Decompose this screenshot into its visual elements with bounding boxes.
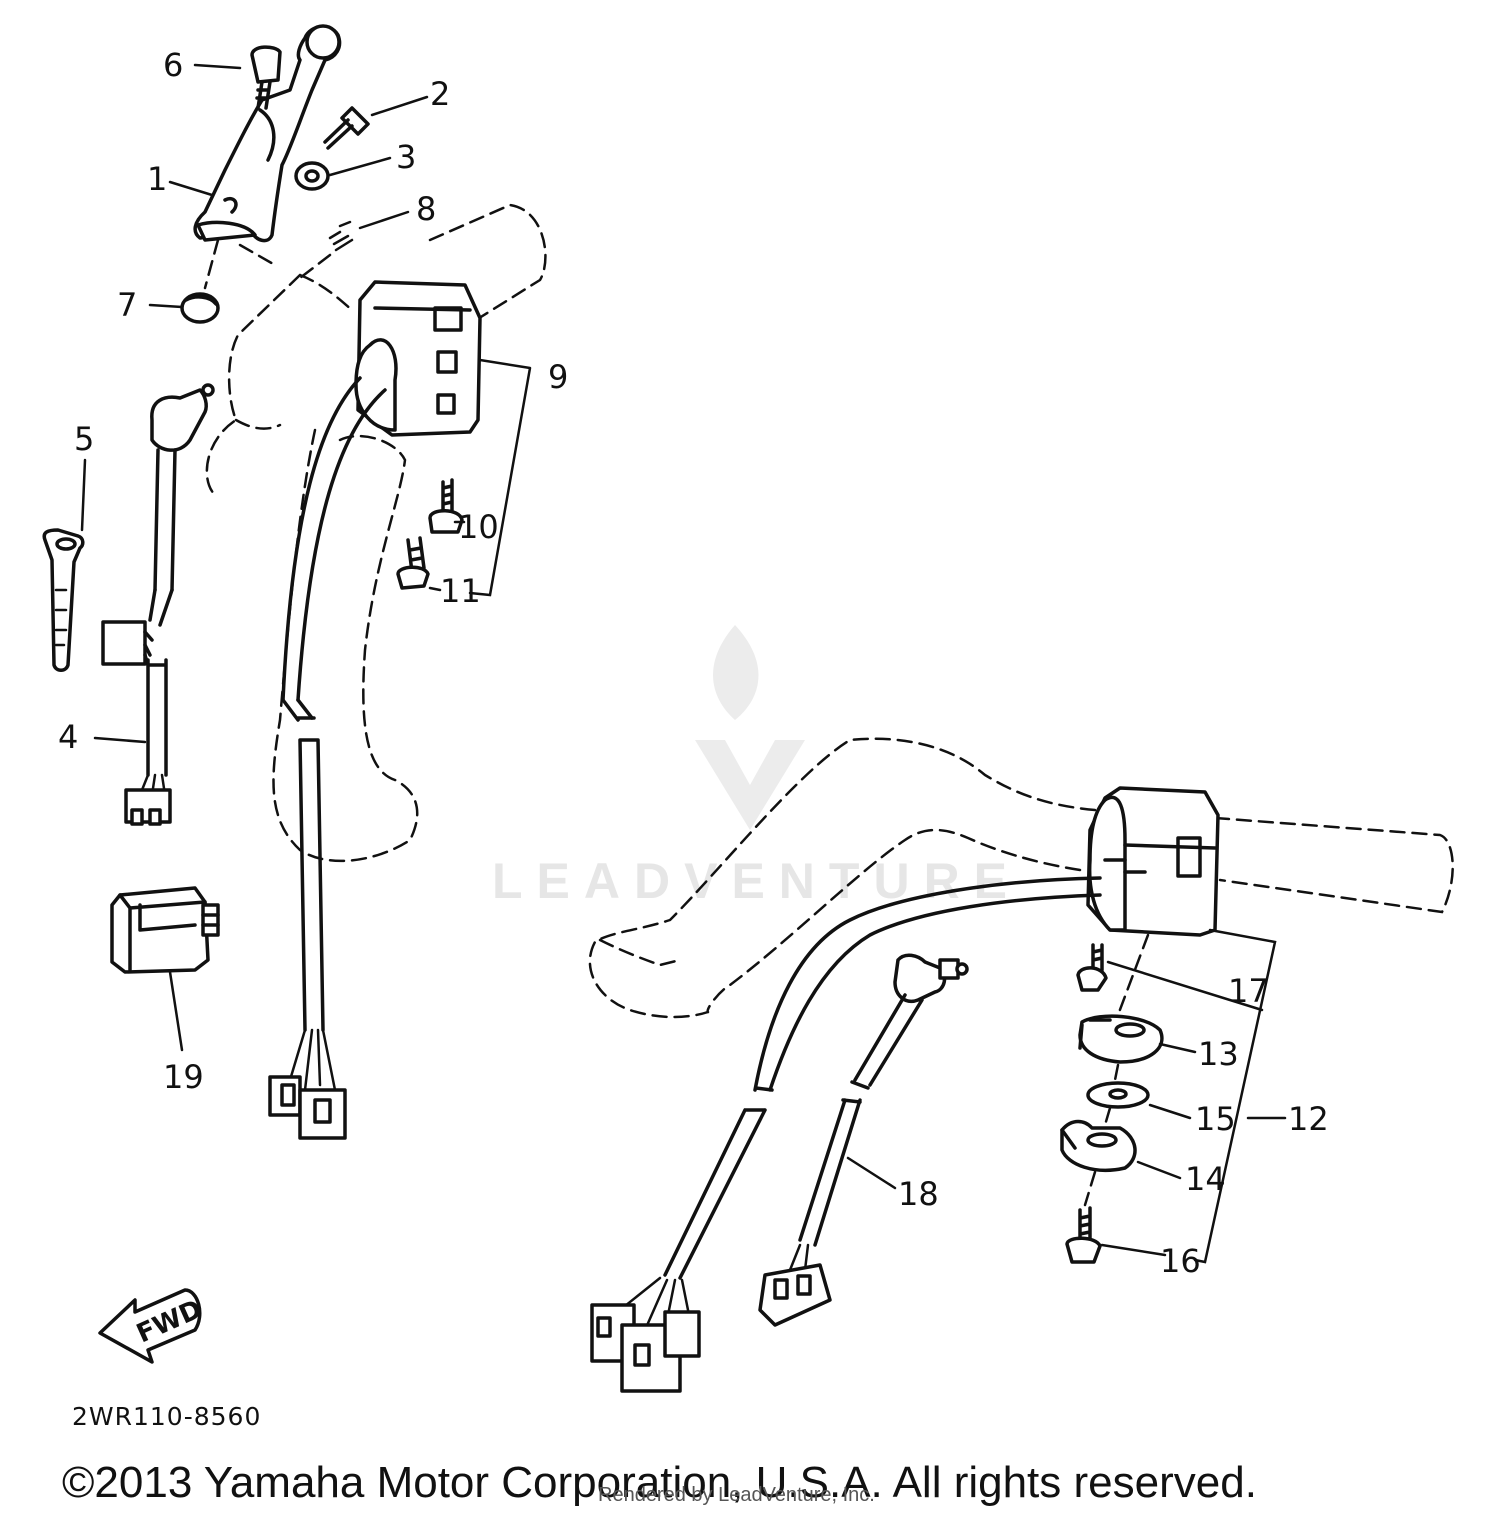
callout-17: 17	[1228, 972, 1269, 1010]
front-brake-switch	[758, 953, 969, 1327]
right-switch-connector	[590, 1276, 701, 1393]
lock-nut	[294, 161, 330, 191]
right-switch-cable-lower	[663, 1086, 774, 1280]
callout-2: 2	[430, 75, 450, 113]
left-grip-lower-outline	[272, 428, 419, 863]
callout-13: 13	[1198, 1035, 1239, 1073]
callout-9: 9	[548, 358, 568, 396]
clutch-lever	[193, 24, 342, 243]
right-switch-assembly-axis	[1083, 933, 1150, 1207]
drawing-code: 2WR110-8560	[72, 1402, 262, 1431]
callout-5: 5	[74, 420, 94, 458]
ignition-key-icon	[42, 528, 85, 672]
callout-19: 19	[163, 1058, 204, 1096]
fwd-arrow: FWD	[98, 1288, 207, 1364]
copyright-notice: ©2013 Yamaha Motor Corporation, U.S.A. A…	[62, 1458, 1257, 1507]
switch-screw-16	[1065, 1206, 1102, 1264]
leader-lines	[80, 63, 1287, 1264]
callout-8: 8	[416, 190, 436, 228]
callout-16: 16	[1160, 1242, 1201, 1280]
callout-14: 14	[1185, 1160, 1226, 1198]
callout-numbers: 6 2 3 1 8 7 9 5 10 11 4 19 17 13 15 12 1…	[58, 46, 1329, 1280]
callout-1: 1	[147, 160, 167, 198]
watermark-text: LEADVENTURE	[492, 853, 1021, 909]
switch-screw-11	[396, 536, 430, 590]
watermark: LEADVENTURE	[492, 625, 1021, 909]
callout-6: 6	[163, 46, 183, 84]
callout-12: 12	[1288, 1100, 1329, 1138]
callout-3: 3	[396, 138, 416, 176]
callout-11: 11	[440, 572, 481, 610]
switch-button-14	[1060, 1119, 1137, 1173]
right-switch-housing	[1086, 786, 1220, 937]
pivot-bolt	[323, 106, 370, 150]
callout-4: 4	[58, 718, 78, 756]
clutch-switch	[101, 383, 215, 826]
lever-collar	[180, 292, 220, 324]
switch-washer-15	[1086, 1081, 1150, 1109]
adjuster-screw	[250, 45, 282, 110]
left-switch-housing	[354, 280, 482, 437]
left-cable-sleeve	[281, 698, 314, 722]
lever-spring	[328, 220, 354, 252]
callout-7: 7	[117, 286, 137, 324]
lever-to-collar-guide	[203, 238, 220, 290]
callout-18: 18	[898, 1175, 939, 1213]
flame-logo-icon	[713, 625, 759, 720]
right-handlebar-outline	[588, 737, 1454, 1019]
left-switch-cable-lower	[296, 716, 325, 1032]
left-switch-connector	[268, 1028, 347, 1140]
callout-10: 10	[458, 508, 499, 546]
left-switch-cable	[281, 376, 387, 702]
switch-screw-17	[1076, 943, 1108, 992]
starter-relay	[110, 886, 220, 974]
rendered-by-notice: Rendered by LeadVenture, Inc.	[598, 1484, 875, 1506]
v-logo-icon	[695, 740, 805, 830]
switch-screw-10	[428, 478, 464, 534]
lever-to-bar-guide	[238, 243, 332, 280]
right-switch-cable	[753, 876, 1102, 1092]
callout-15: 15	[1195, 1100, 1236, 1138]
right-grip-end-outline	[598, 938, 682, 967]
switch-button-13	[1078, 1014, 1164, 1064]
left-handlebar-outline	[205, 203, 547, 497]
